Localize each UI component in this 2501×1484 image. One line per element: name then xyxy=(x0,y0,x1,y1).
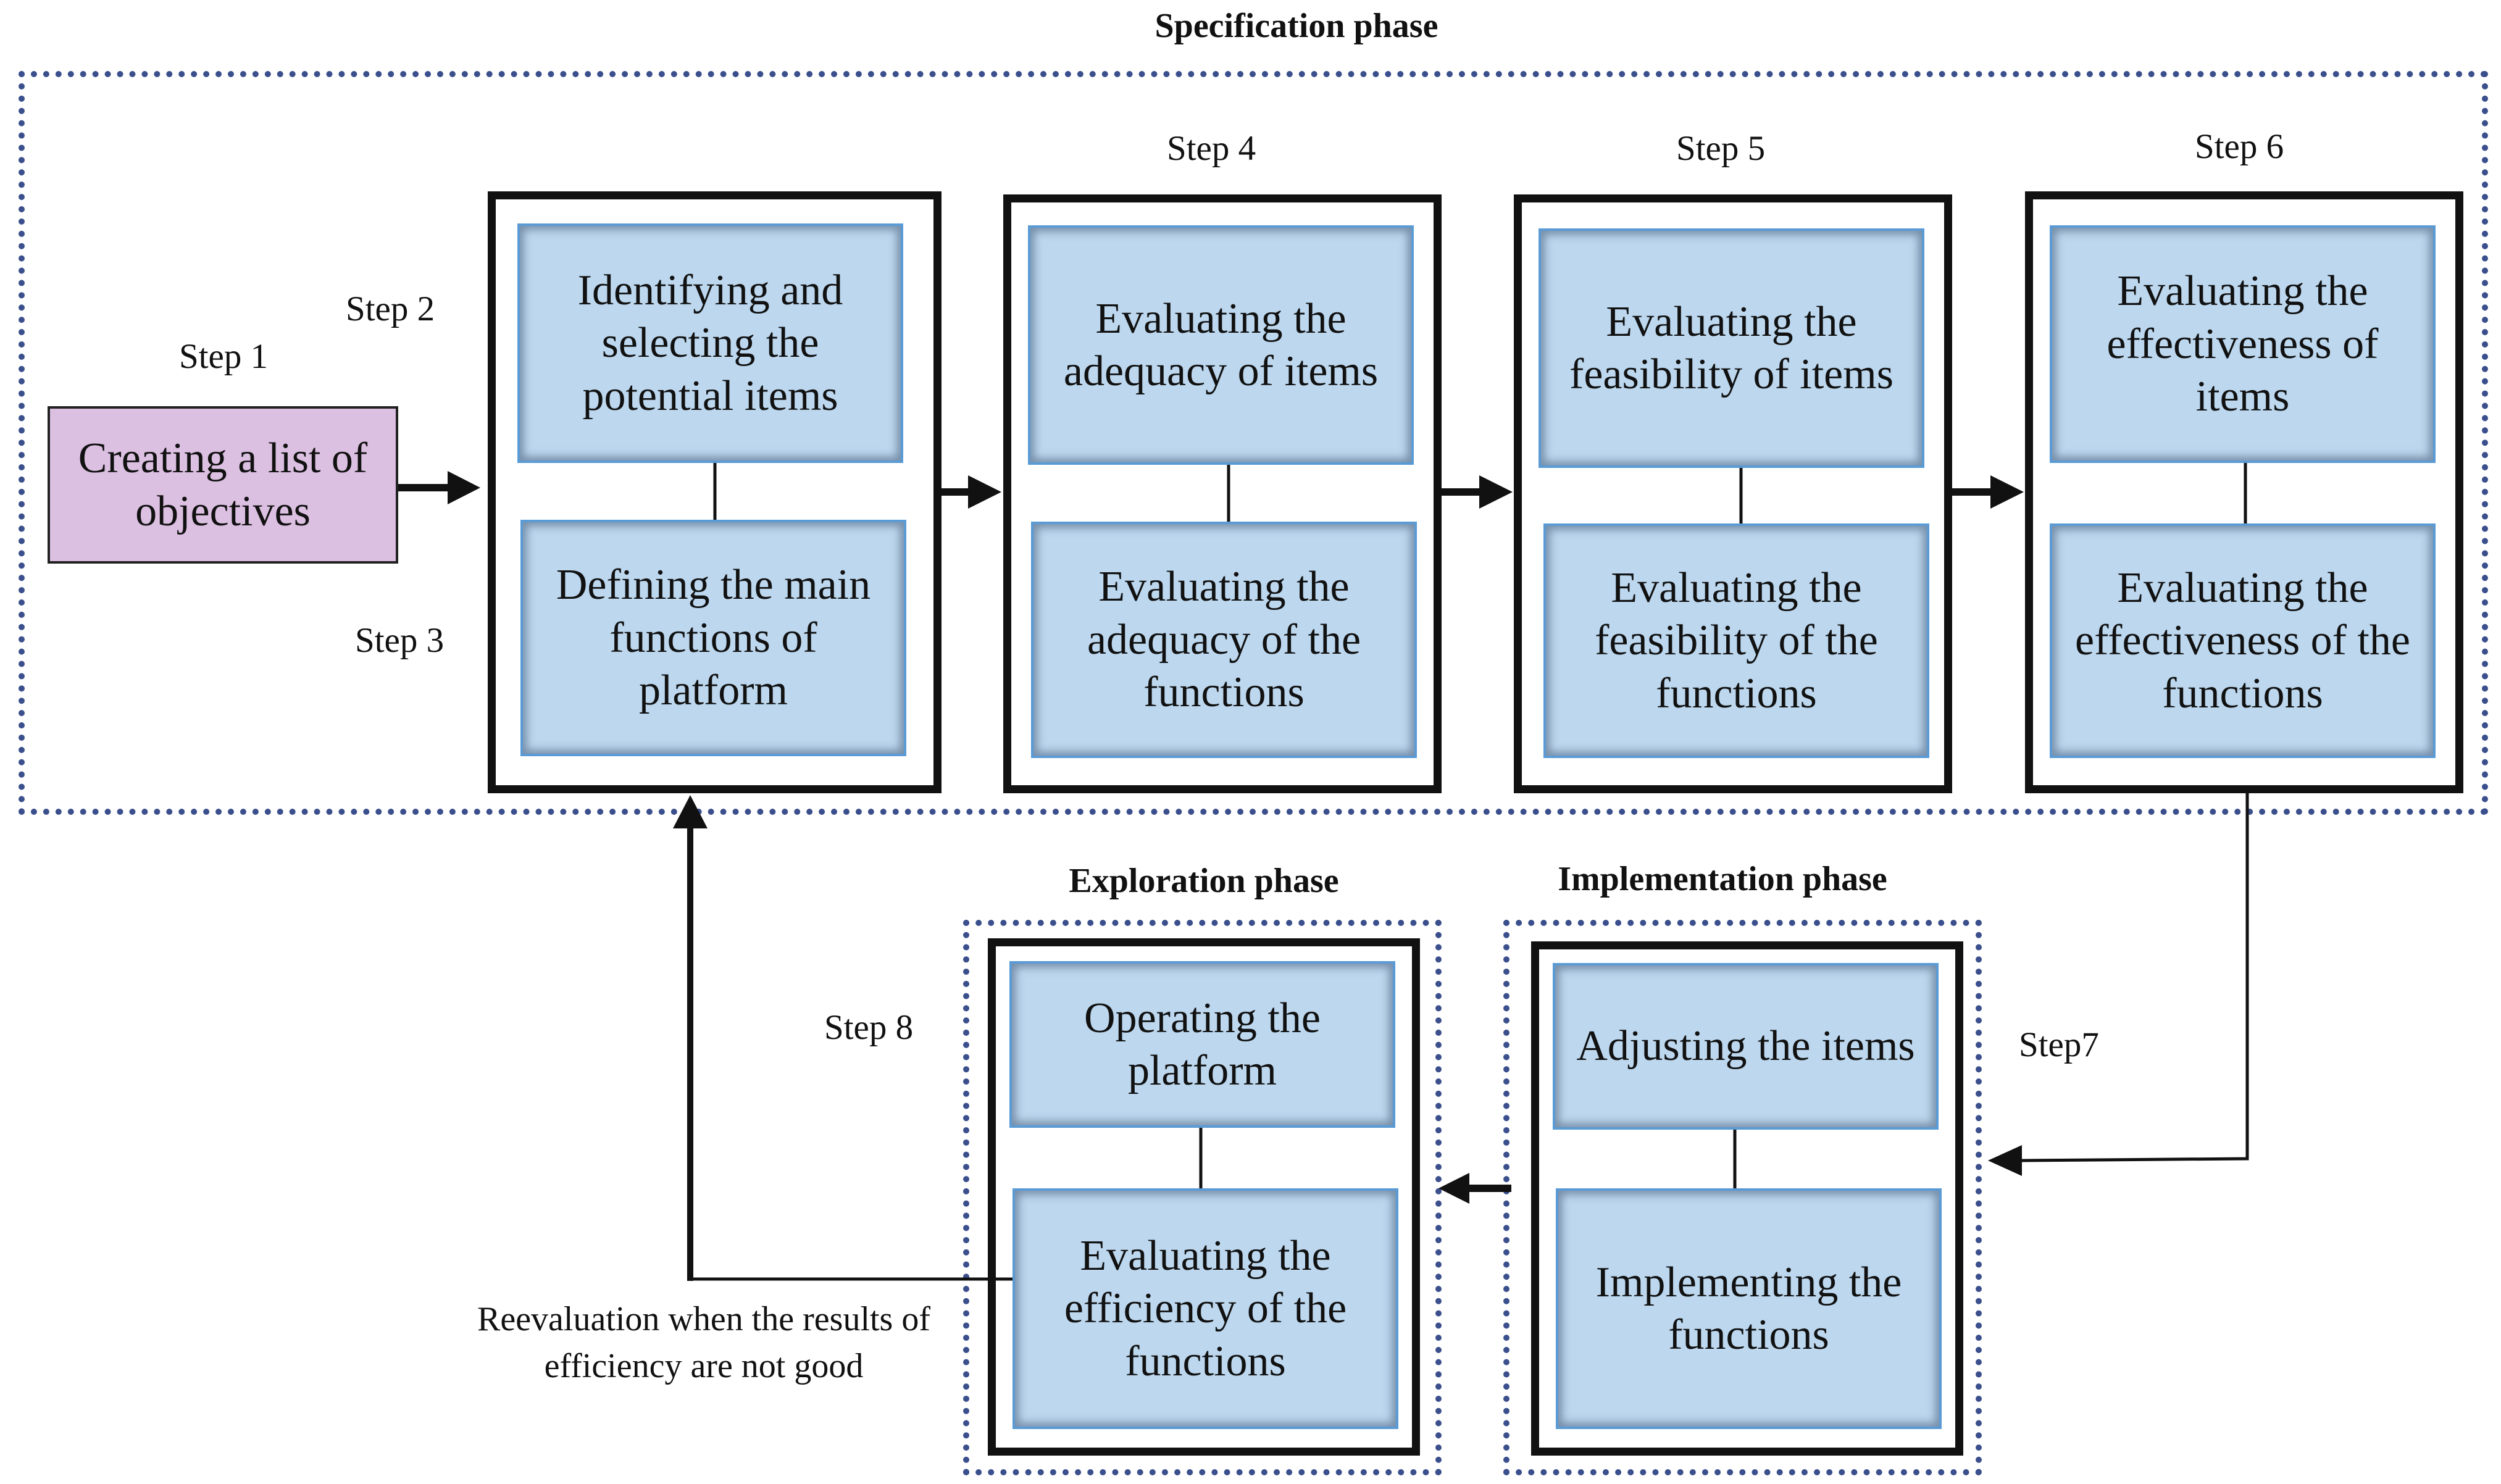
step-6-label: Step 6 xyxy=(2195,127,2284,166)
arrowhead-step7-step8 xyxy=(1438,1173,1469,1204)
efficiency-functions-text: Evaluating the efficiency of the functio… xyxy=(1064,1232,1347,1385)
feasibility-items-box: Evaluating the feasibility of items xyxy=(1539,228,1924,468)
identify-items-box: Identifying and selecting the potential … xyxy=(517,223,903,463)
feasibility-items-text: Evaluating the feasibility of items xyxy=(1569,298,1893,398)
arrowhead-step1-step2 xyxy=(448,471,480,504)
adequacy-items-box: Evaluating the adequacy of items xyxy=(1028,225,1414,465)
implementation-phase-title: Implementation phase xyxy=(1558,860,1887,898)
specification-phase-title: Specification phase xyxy=(1154,7,1438,45)
exploration-phase-container xyxy=(963,920,1442,1475)
reevaluation-note: Reevaluation when the results of efficie… xyxy=(477,1300,930,1385)
create-objectives-box: Creating a list of objectives xyxy=(48,406,398,564)
arrowhead-step4-step5 xyxy=(1479,475,1513,509)
exploration-phase-title: Exploration phase xyxy=(1069,862,1339,900)
adequacy-items-text: Evaluating the adequacy of items xyxy=(1063,294,1379,395)
implement-functions-box: Implementing the functions xyxy=(1556,1188,1942,1429)
identify-items-text: Identifying and selecting the potential … xyxy=(577,266,843,420)
effectiveness-items-text: Evaluating the effectiveness of items xyxy=(2106,267,2379,421)
arrow-step6-step7 xyxy=(2021,793,2249,1162)
implementation-phase-container xyxy=(1503,920,1982,1475)
efficiency-functions-box: Evaluating the efficiency of the functio… xyxy=(1013,1188,1398,1429)
define-functions-box: Defining the main functions of platform xyxy=(520,520,906,756)
adequacy-functions-box: Evaluating the adequacy of the functions xyxy=(1031,522,1417,758)
step-5-label: Step 5 xyxy=(1676,129,1766,168)
adjust-items-box: Adjusting the items xyxy=(1553,963,1939,1130)
implement-functions-text: Implementing the functions xyxy=(1595,1258,1902,1359)
operate-platform-box: Operating the platform xyxy=(1009,961,1395,1128)
arrowhead-feedback xyxy=(673,795,708,828)
step-8-label: Step 8 xyxy=(824,1008,914,1047)
step-2-label: Step 2 xyxy=(346,290,435,328)
define-functions-text: Defining the main functions of platform xyxy=(556,561,871,715)
arrowhead-step5-step6 xyxy=(1990,475,2024,509)
adjust-items-text: Adjusting the items xyxy=(1576,1022,1915,1070)
adequacy-functions-text: Evaluating the adequacy of the functions xyxy=(1087,563,1361,717)
arrowhead-step6-step7 xyxy=(1988,1145,2022,1176)
step-1-label: Step 1 xyxy=(179,337,269,376)
step-7-label: Step7 xyxy=(2019,1025,2099,1064)
effectiveness-items-box: Evaluating the effectiveness of items xyxy=(2050,225,2436,463)
operate-platform-text: Operating the platform xyxy=(1084,994,1321,1094)
arrowhead-step2-step4 xyxy=(968,475,1001,509)
create-objectives-text: Creating a list of objectives xyxy=(78,435,368,535)
feasibility-functions-text: Evaluating the feasibility of the functi… xyxy=(1595,564,1878,717)
step-4-label: Step 4 xyxy=(1167,129,1256,168)
feasibility-functions-box: Evaluating the feasibility of the functi… xyxy=(1543,523,1929,758)
effectiveness-functions-box: Evaluating the effectiveness of the func… xyxy=(2050,523,2436,758)
step-3-label: Step 3 xyxy=(355,621,445,660)
specification-phase-container xyxy=(19,71,2488,815)
effectiveness-functions-text: Evaluating the effectiveness of the func… xyxy=(2075,564,2410,717)
